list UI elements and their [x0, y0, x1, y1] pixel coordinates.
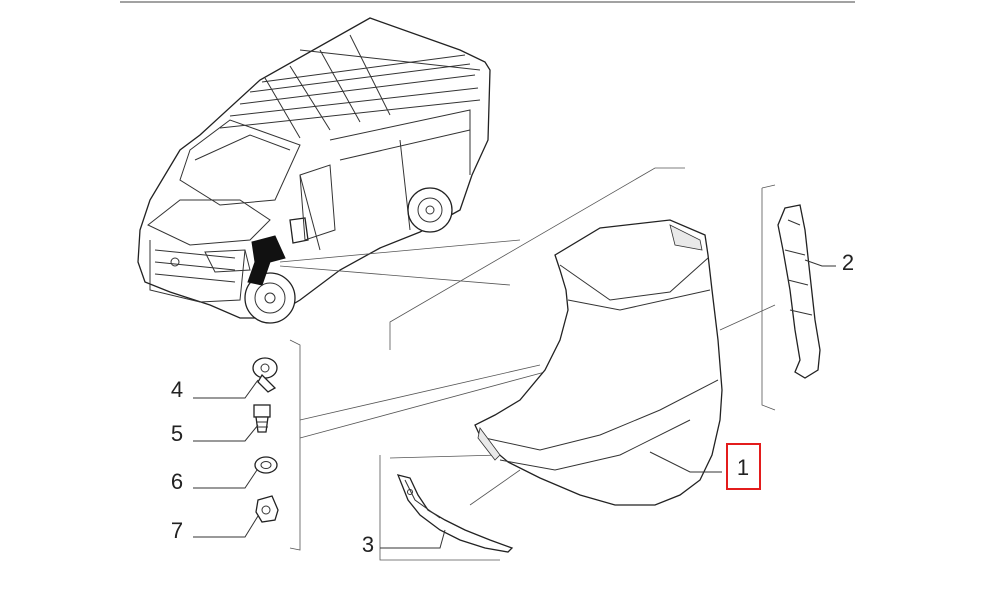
callout-6: 6 — [171, 469, 183, 494]
callout-2: 2 — [842, 250, 854, 275]
bracket-part-2 — [777, 204, 821, 379]
bracket-part-3 — [396, 474, 514, 553]
van-illustration — [137, 17, 491, 324]
explosion-guides — [279, 167, 776, 561]
callout-7: 7 — [171, 518, 183, 543]
fender-location-marker — [247, 235, 286, 286]
callout-1: 1 — [737, 455, 749, 480]
callout-4: 4 — [171, 377, 183, 402]
callout-1-highlight-box — [726, 443, 761, 490]
fastener-4 — [252, 357, 278, 393]
fastener-5 — [253, 404, 271, 433]
fender-part — [474, 219, 723, 506]
fastener-6 — [254, 456, 278, 474]
fastener-7 — [255, 495, 279, 523]
leader-lines — [193, 259, 836, 549]
callout-5: 5 — [171, 421, 183, 446]
callout-3: 3 — [362, 532, 374, 557]
